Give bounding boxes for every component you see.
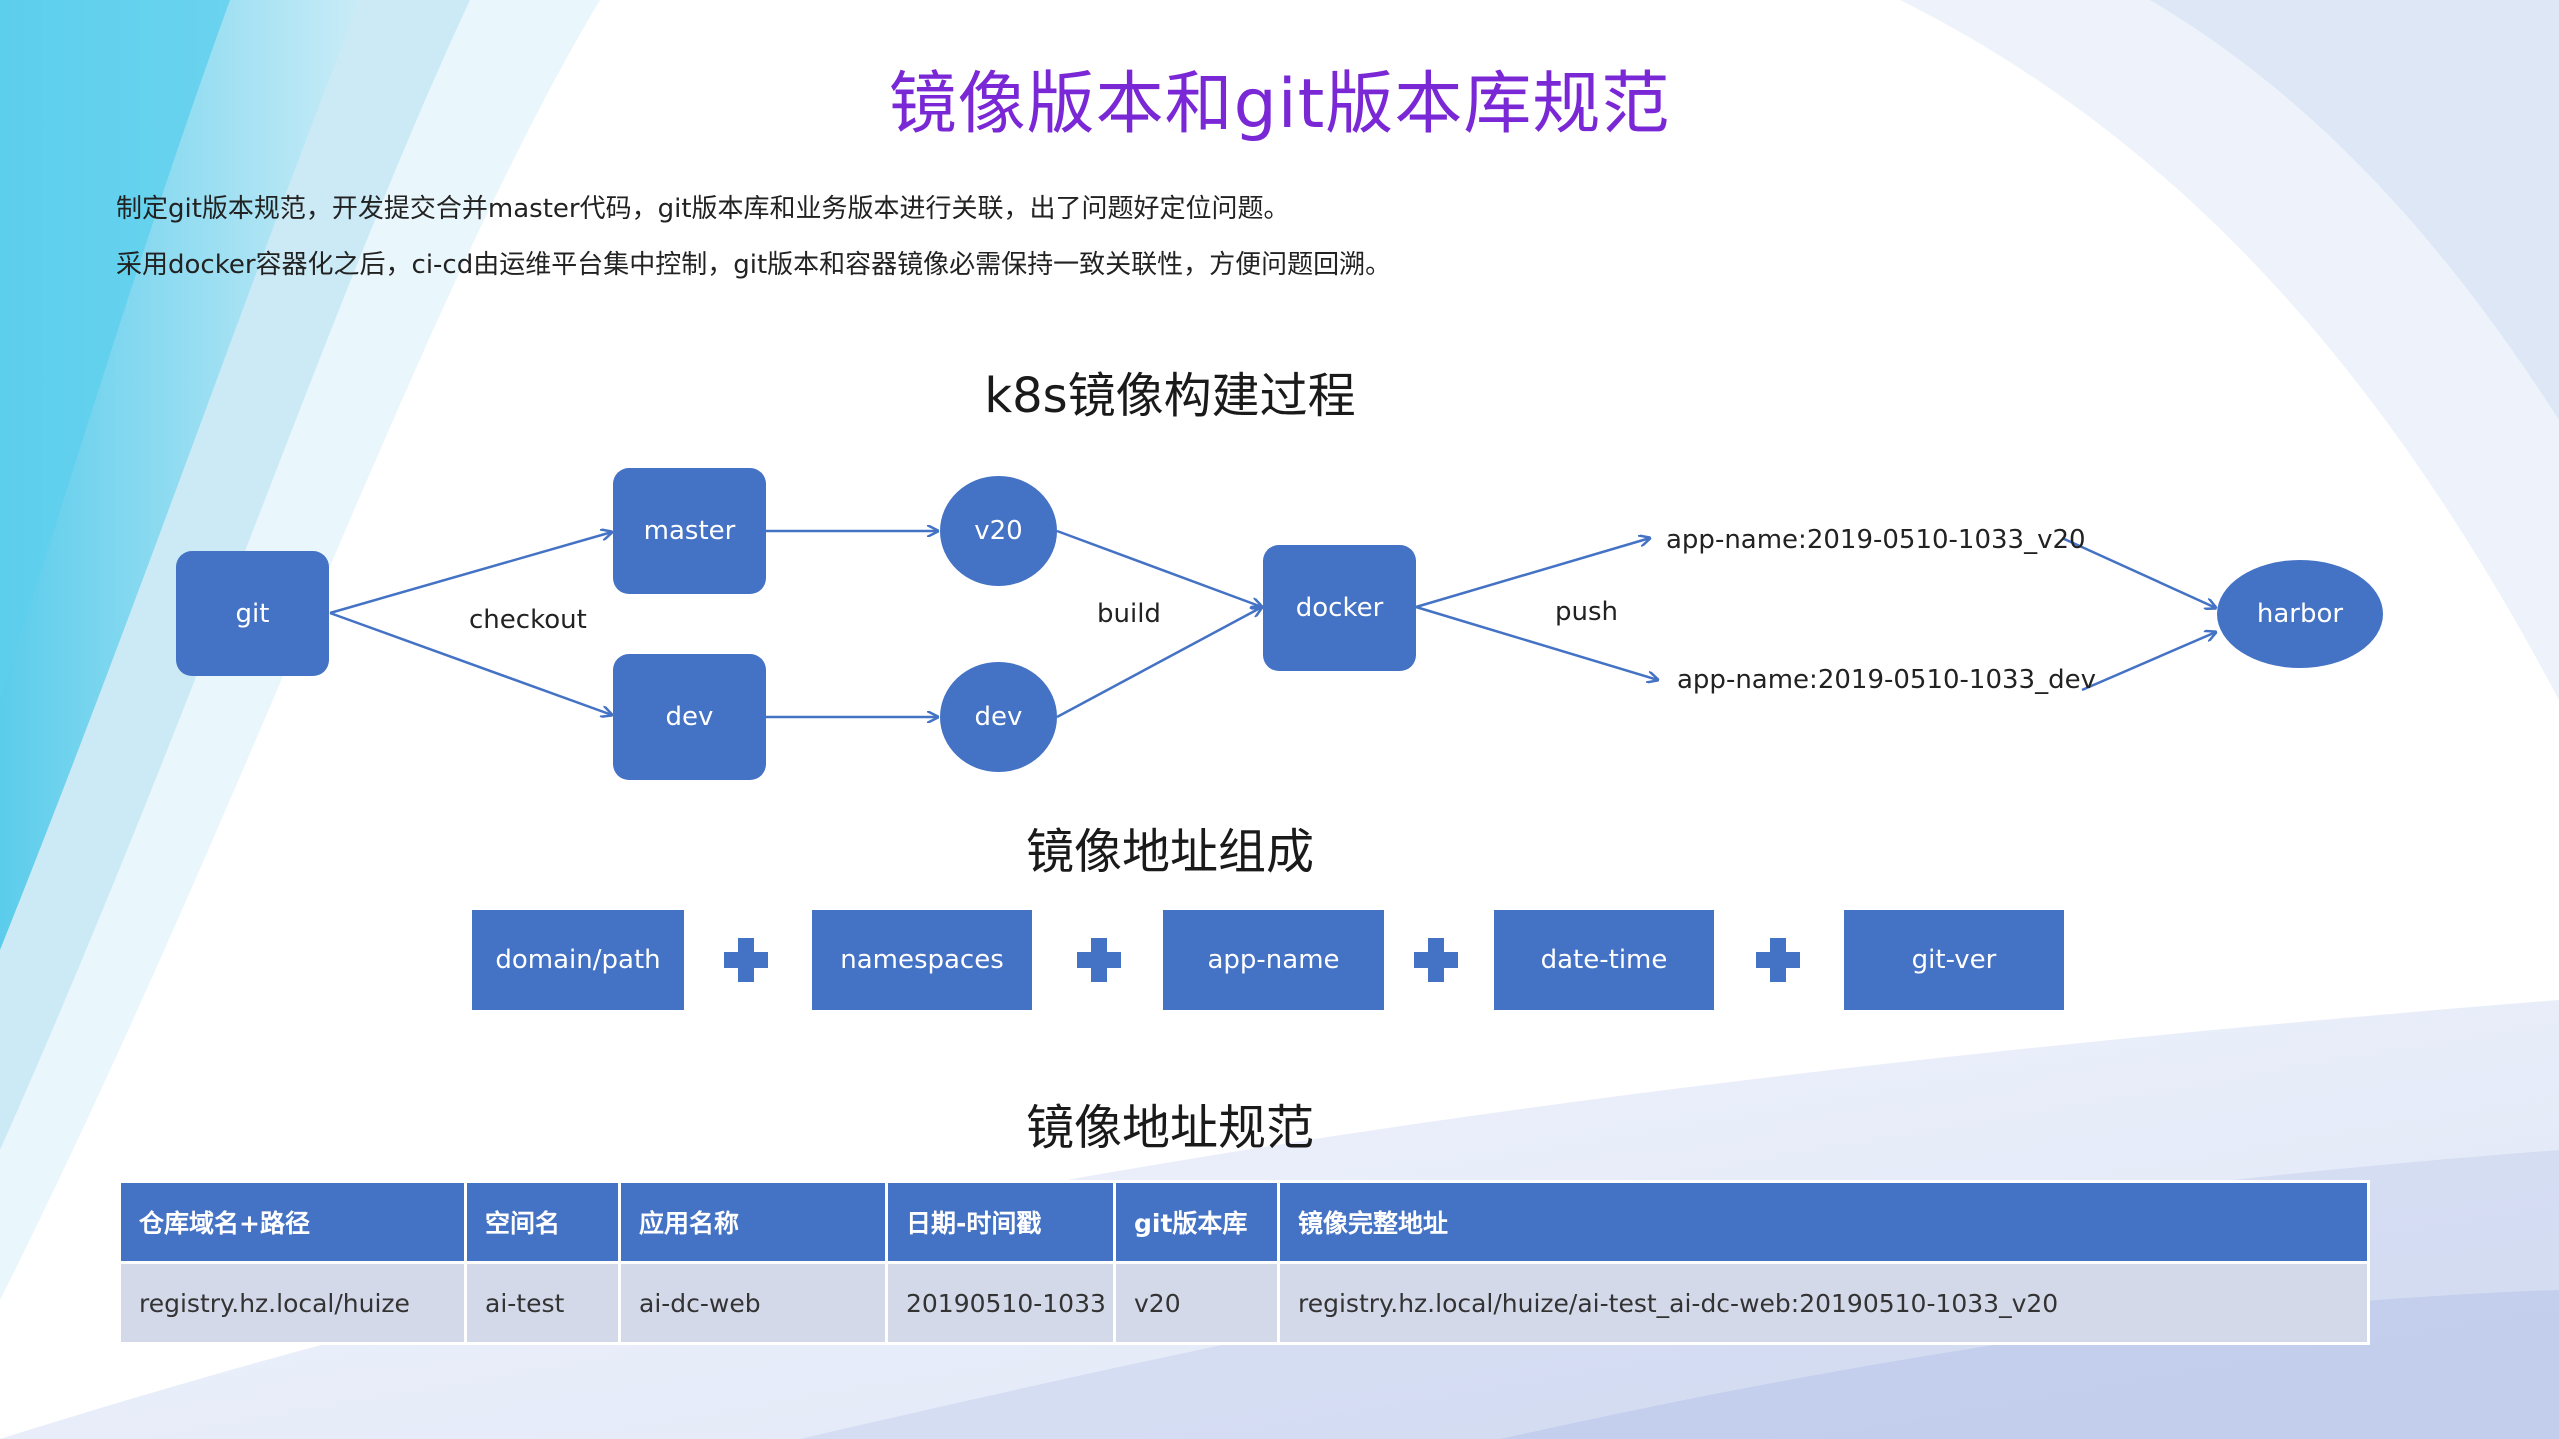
section-title-build-process: k8s镜像构建过程 xyxy=(984,368,1356,424)
composition-git-ver: git-ver xyxy=(1844,910,2064,1010)
edge-label-push: push xyxy=(1555,597,1619,627)
node-git: git xyxy=(176,551,329,676)
plus-icon xyxy=(1756,938,1800,982)
section-title-address-spec: 镜像地址规范 xyxy=(1025,1100,1314,1156)
table-cell: registry.hz.local/huize xyxy=(118,1261,467,1345)
column-header: 仓库域名+路径 xyxy=(118,1180,467,1264)
composition-domain-path: domain/path xyxy=(472,910,684,1010)
edge-label-checkout: checkout xyxy=(469,605,587,635)
table-cell: ai-test xyxy=(464,1261,621,1345)
node-harbor: harbor xyxy=(2217,560,2383,668)
node-master: master xyxy=(613,468,766,594)
table-header-row: 仓库域名+路径 空间名 应用名称 日期-时间戳 git版本库 镜像完整地址 xyxy=(118,1180,2370,1264)
composition-app-name: app-name xyxy=(1163,910,1384,1010)
node-dev-branch: dev xyxy=(613,654,766,780)
plus-icon xyxy=(724,938,768,982)
edge-label-build: build xyxy=(1097,599,1161,629)
image-tag-dev: app-name:2019-0510-1033_dev xyxy=(1677,665,2096,695)
intro-line-2: 采用docker容器化之后，ci-cd由运维平台集中控制，git版本和容器镜像必… xyxy=(116,250,1392,280)
column-header: git版本库 xyxy=(1113,1180,1280,1264)
node-dev-tag: dev xyxy=(940,662,1057,772)
plus-icon xyxy=(1414,938,1458,982)
intro-line-1: 制定git版本规范，开发提交合并master代码，git版本库和业务版本进行关联… xyxy=(116,194,1290,224)
composition-namespaces: namespaces xyxy=(812,910,1032,1010)
column-header: 日期-时间戳 xyxy=(885,1180,1116,1264)
composition-date-time: date-time xyxy=(1494,910,1714,1010)
table-cell: registry.hz.local/huize/ai-test_ai-dc-we… xyxy=(1277,1261,2370,1345)
section-title-address-composition: 镜像地址组成 xyxy=(1025,824,1314,880)
node-docker: docker xyxy=(1263,545,1416,671)
address-spec-table: 仓库域名+路径 空间名 应用名称 日期-时间戳 git版本库 镜像完整地址 re… xyxy=(118,1180,2370,1345)
table-cell: v20 xyxy=(1113,1261,1280,1345)
column-header: 空间名 xyxy=(464,1180,621,1264)
table-row: registry.hz.local/huize ai-test ai-dc-we… xyxy=(118,1261,2370,1345)
plus-icon xyxy=(1077,938,1121,982)
image-tag-v20: app-name:2019-0510-1033_v20 xyxy=(1666,525,2086,555)
table-cell: ai-dc-web xyxy=(618,1261,888,1345)
node-v20: v20 xyxy=(940,476,1057,586)
column-header: 应用名称 xyxy=(618,1180,888,1264)
column-header: 镜像完整地址 xyxy=(1277,1180,2370,1264)
table-cell: 20190510-1033 xyxy=(885,1261,1116,1345)
page-title: 镜像版本和git版本库规范 xyxy=(888,65,1671,144)
